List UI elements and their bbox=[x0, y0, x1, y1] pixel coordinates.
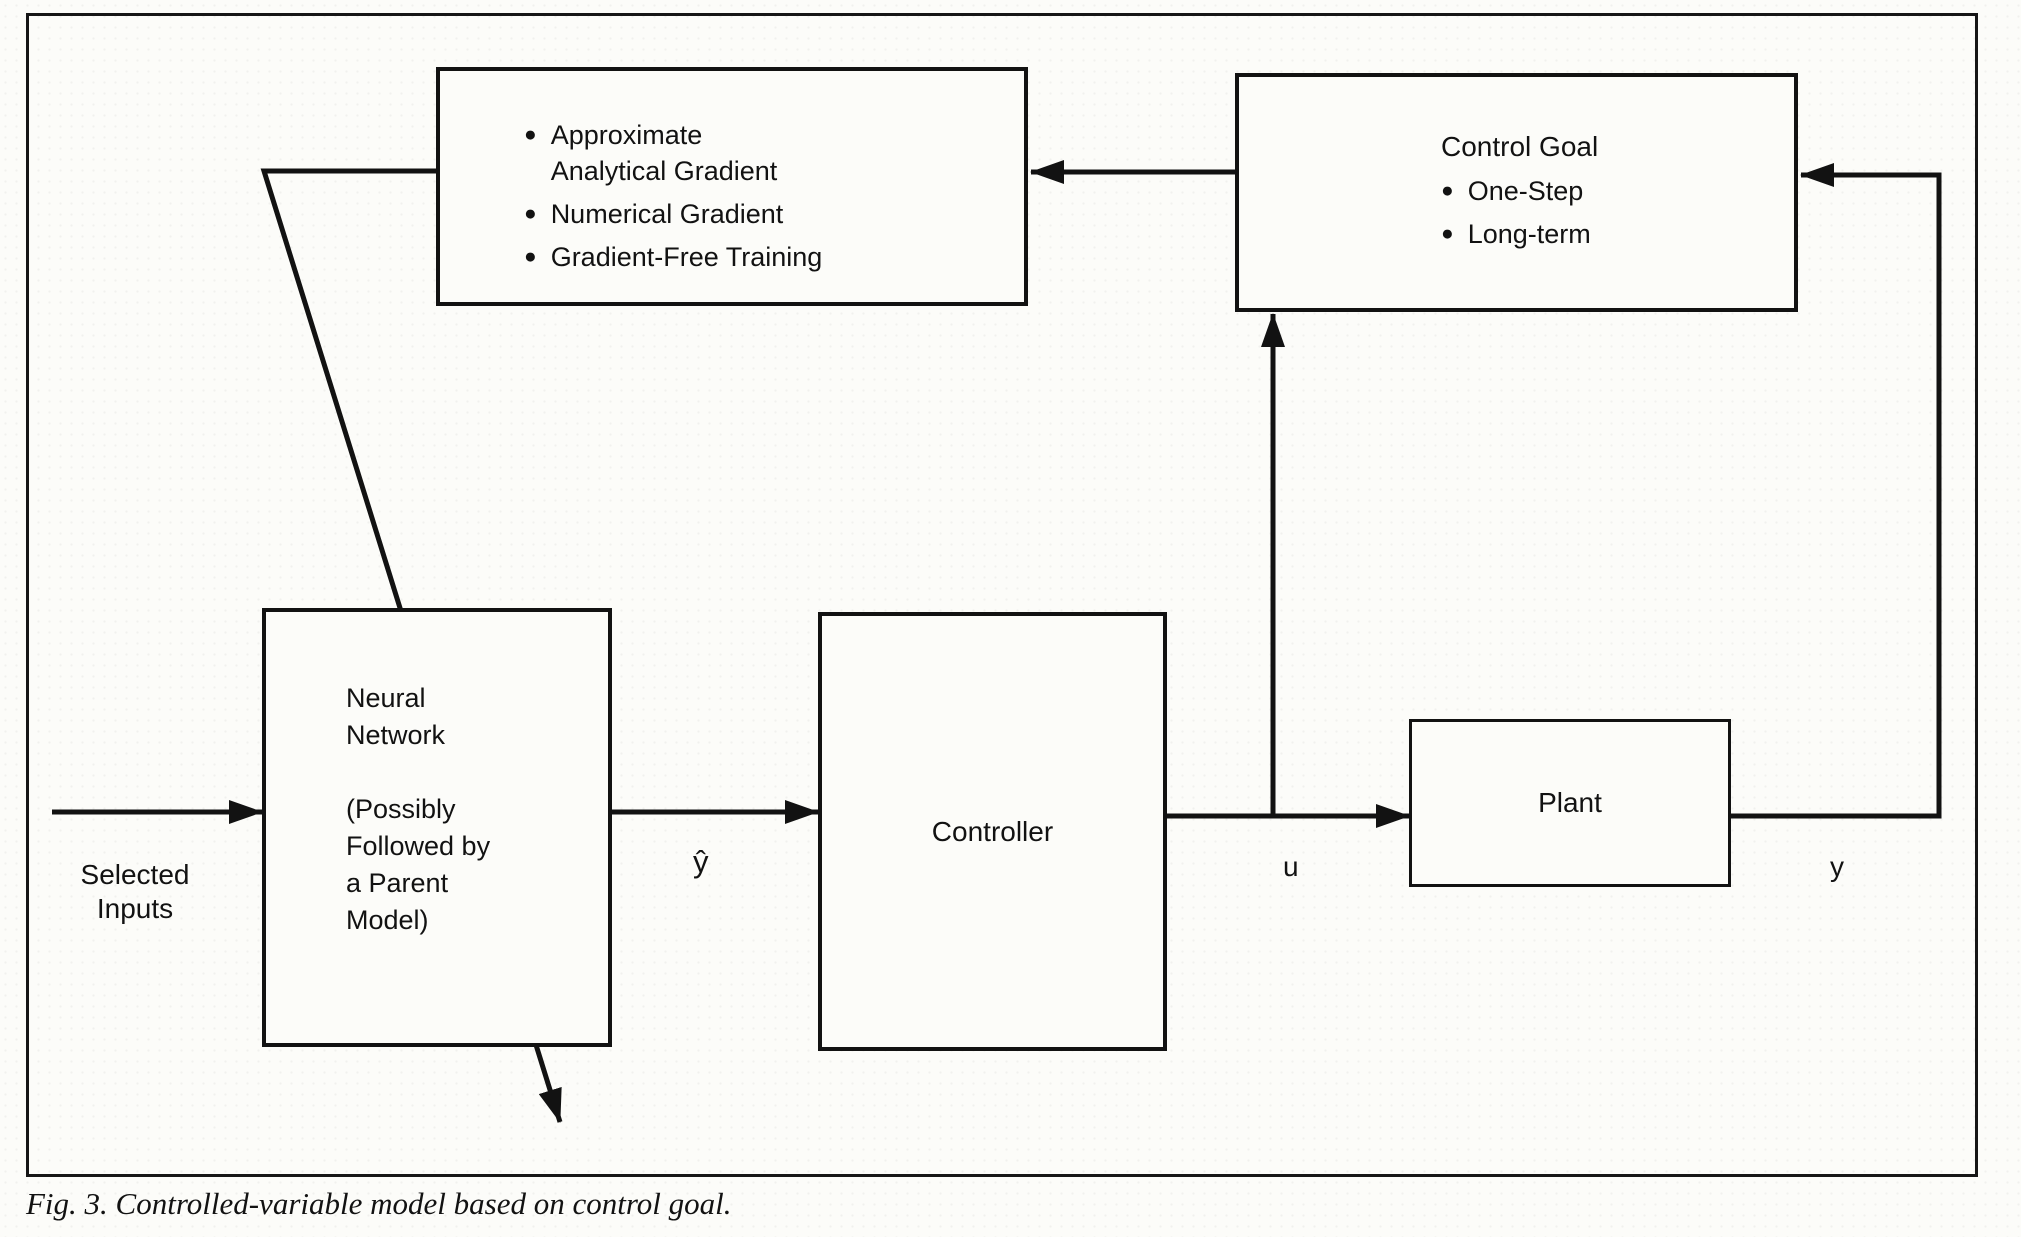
figure-frame bbox=[26, 13, 1978, 1177]
training-bullet-label: Approximate Analytical Gradient bbox=[550, 120, 778, 186]
neural-network-label: Neural Network (Possibly Followed by a P… bbox=[346, 683, 491, 935]
training-bullet-row: ● Approximate Analytical Gradient bbox=[524, 117, 1004, 189]
goal-bullet-row: ● Long-term bbox=[1441, 216, 1774, 252]
training-bullet-row: ● Gradient-Free Training bbox=[524, 239, 1004, 275]
control-goal-title: Control Goal bbox=[1441, 131, 1599, 162]
goal-bullet-label: Long-term bbox=[1467, 219, 1591, 249]
y-hat-label: ŷ bbox=[693, 844, 709, 879]
controller-label: Controller bbox=[931, 815, 1054, 847]
plant-box: Plant bbox=[1409, 719, 1731, 887]
figure-caption: Fig. 3. Controlled-variable model based … bbox=[26, 1186, 732, 1221]
training-bullet-row: ● Numerical Gradient bbox=[524, 196, 1004, 232]
bullet-icon: ● bbox=[1441, 222, 1454, 245]
bullet-icon: ● bbox=[524, 123, 537, 146]
bullet-icon: ● bbox=[524, 245, 537, 268]
plant-label: Plant bbox=[1538, 787, 1602, 818]
training-bullet-label: Numerical Gradient bbox=[550, 199, 784, 229]
y-label: y bbox=[1830, 851, 1844, 882]
goal-bullet-row: ● One-Step bbox=[1441, 173, 1774, 209]
bullet-icon: ● bbox=[1441, 179, 1454, 202]
control-goal-box: Control Goal ● One-Step ● Long-term bbox=[1235, 73, 1798, 312]
training-bullet-label: Gradient-Free Training bbox=[550, 242, 823, 272]
feedback-arrow bbox=[1731, 163, 1942, 819]
neural-network-box: Neural Network (Possibly Followed by a P… bbox=[262, 608, 612, 1047]
goal-bullet-label: One-Step bbox=[1467, 176, 1584, 206]
training-methods-box: ● Approximate Analytical Gradient ● Nume… bbox=[436, 67, 1028, 306]
controller-box: Controller bbox=[818, 612, 1167, 1051]
bullet-icon: ● bbox=[524, 202, 537, 225]
selected-inputs-label: Selected Inputs bbox=[80, 859, 190, 924]
u-label: u bbox=[1283, 851, 1299, 882]
